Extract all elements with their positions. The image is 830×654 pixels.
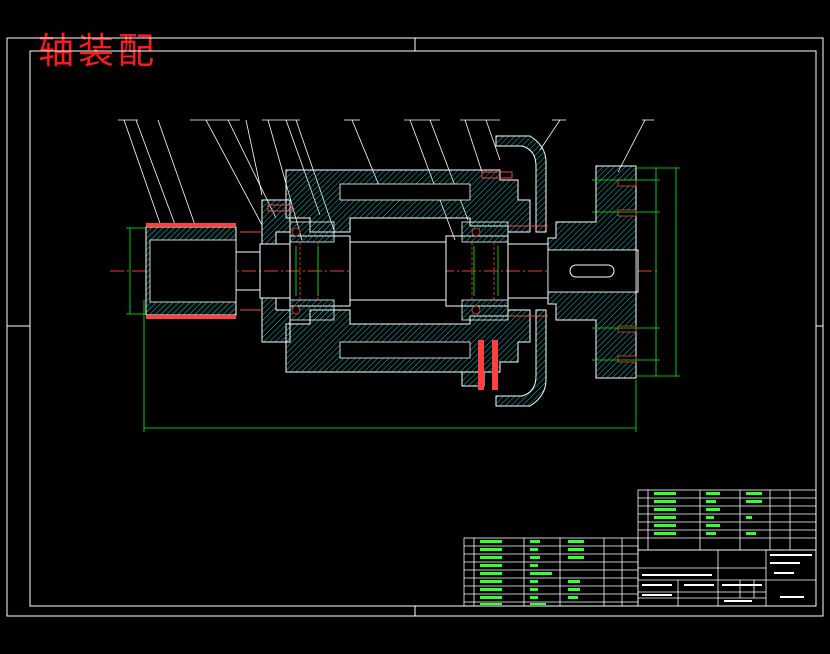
fasteners bbox=[240, 225, 548, 317]
pulley bbox=[145, 223, 237, 319]
housing bbox=[261, 135, 547, 407]
table-text-marks bbox=[480, 492, 762, 605]
title-block-marks bbox=[642, 554, 812, 602]
parts-list-right bbox=[637, 489, 817, 551]
sheet-border bbox=[6, 37, 824, 617]
title-block bbox=[637, 549, 817, 607]
bearings bbox=[289, 221, 509, 321]
flange bbox=[547, 165, 637, 379]
dimensions bbox=[126, 167, 680, 432]
